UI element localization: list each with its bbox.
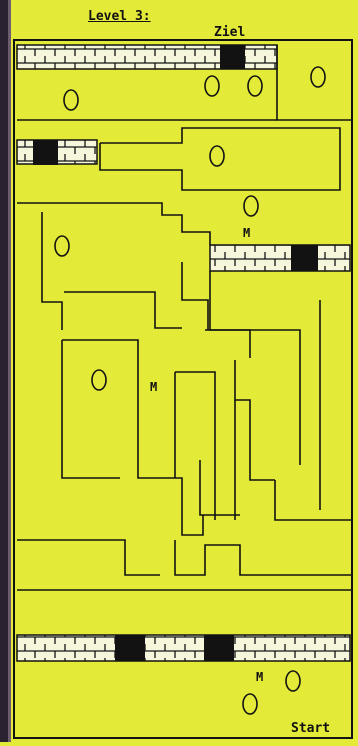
monster-marker: M xyxy=(150,380,157,394)
black-block xyxy=(291,245,318,271)
coin xyxy=(248,76,262,96)
goal-label: Ziel xyxy=(214,26,245,40)
coin xyxy=(92,370,106,390)
coin xyxy=(286,671,300,691)
coin xyxy=(244,196,258,216)
brick-wall-bottom xyxy=(17,635,350,661)
black-block xyxy=(220,45,245,69)
black-block xyxy=(204,635,234,661)
monster-marker: M xyxy=(256,670,263,684)
coin xyxy=(311,67,325,87)
maze-walls xyxy=(17,45,352,590)
left-edge-strip xyxy=(0,0,8,742)
coin xyxy=(55,236,69,256)
coin xyxy=(64,90,78,110)
coin xyxy=(205,76,219,96)
brick-wall-right xyxy=(210,245,350,271)
black-block xyxy=(33,140,58,165)
start-label: Start xyxy=(291,722,330,736)
level-title: Level 3: xyxy=(88,10,151,24)
black-block xyxy=(115,635,145,661)
coin xyxy=(210,146,224,166)
coin xyxy=(243,694,257,714)
monster-marker: M xyxy=(243,226,250,240)
